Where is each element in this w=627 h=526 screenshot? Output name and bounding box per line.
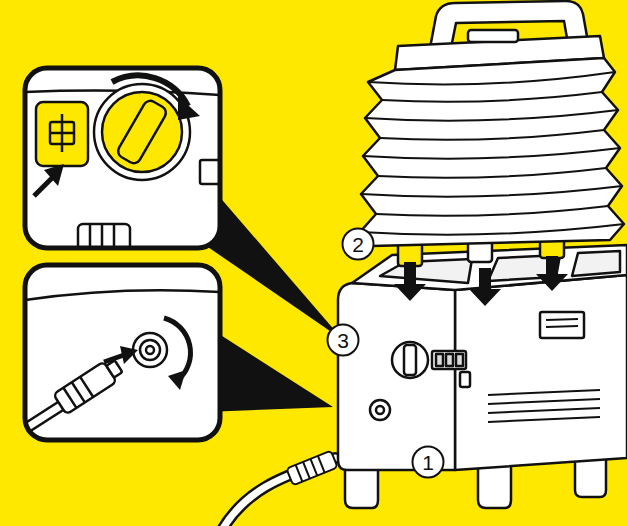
inset-frame — [25, 68, 220, 248]
bellows-fold — [376, 206, 608, 216]
hose-connector — [78, 224, 130, 248]
rotate-arrow-head — [178, 96, 200, 120]
rotary-knob-grip — [116, 98, 169, 165]
base-front — [338, 283, 455, 470]
base-side — [455, 275, 627, 470]
callout-circle: 1 — [411, 445, 445, 479]
connector-rib — [113, 224, 116, 248]
insert-arrow — [104, 355, 124, 362]
press-arrow-head — [44, 164, 64, 186]
vent-slot — [488, 417, 600, 422]
tank-lid-cap — [468, 30, 518, 42]
outlet-socket-inner — [140, 340, 160, 360]
bellows-fold — [361, 186, 622, 197]
callout-circle-shape — [343, 229, 374, 260]
connector-rib — [89, 224, 92, 248]
brand-label-line — [546, 319, 578, 320]
callout-circle: 3 — [326, 323, 360, 357]
pressure-knob — [392, 342, 428, 378]
vent-slot — [488, 390, 600, 395]
side-button — [460, 372, 470, 387]
bellows-fold — [380, 130, 604, 140]
hose-connector — [53, 356, 125, 414]
vent-slot — [488, 399, 600, 404]
pressure-knob-grip — [404, 345, 416, 375]
bellows-fold — [363, 148, 620, 159]
outlet-socket — [133, 333, 167, 367]
bellows-fold — [368, 72, 615, 84]
bellows-fold — [360, 224, 624, 235]
rotate-arrow-head — [168, 370, 186, 390]
insert-arrow — [394, 262, 426, 301]
rotate-arrow — [112, 76, 188, 106]
display — [200, 160, 220, 184]
callout-number: 3 — [337, 330, 349, 351]
inset-pointer — [205, 180, 343, 340]
rotary-knob — [102, 92, 182, 172]
power-symbol — [50, 132, 74, 135]
panel-edge — [25, 290, 220, 300]
knob-ring — [94, 84, 190, 180]
display-digit — [456, 354, 463, 366]
base-recess — [380, 259, 472, 283]
display-digit — [446, 354, 453, 366]
insert-arrow — [469, 268, 501, 306]
outlet-socket-core — [146, 346, 154, 354]
callout-circle-shape — [328, 325, 359, 356]
inset-frame — [25, 265, 220, 440]
inset-pointer — [205, 325, 333, 412]
bellows-fold — [378, 168, 606, 178]
hose-connector — [286, 451, 337, 486]
bellows-fold — [382, 92, 602, 102]
outlet-socket — [370, 400, 390, 420]
rotate-arrow — [164, 318, 191, 380]
vent-slot — [488, 408, 600, 413]
brand-label-line — [546, 326, 578, 327]
insert-arrow — [536, 256, 568, 291]
base-recess — [572, 251, 620, 276]
brand-label — [540, 312, 584, 338]
callout-number: 1 — [422, 452, 434, 473]
callout-number: 2 — [352, 234, 364, 255]
power-button — [36, 102, 88, 166]
connector-rib — [101, 224, 104, 248]
press-arrow — [34, 178, 52, 196]
outlet-socket-inner — [376, 406, 384, 414]
callout-circle: 2 — [341, 227, 375, 261]
bellows-fold — [365, 110, 618, 121]
display-digit — [436, 354, 443, 366]
insert-arrow-head — [120, 346, 138, 364]
detail-inset — [25, 68, 220, 248]
display — [432, 351, 466, 369]
callout-circle-shape — [413, 447, 444, 478]
tank-bellows — [360, 58, 624, 246]
